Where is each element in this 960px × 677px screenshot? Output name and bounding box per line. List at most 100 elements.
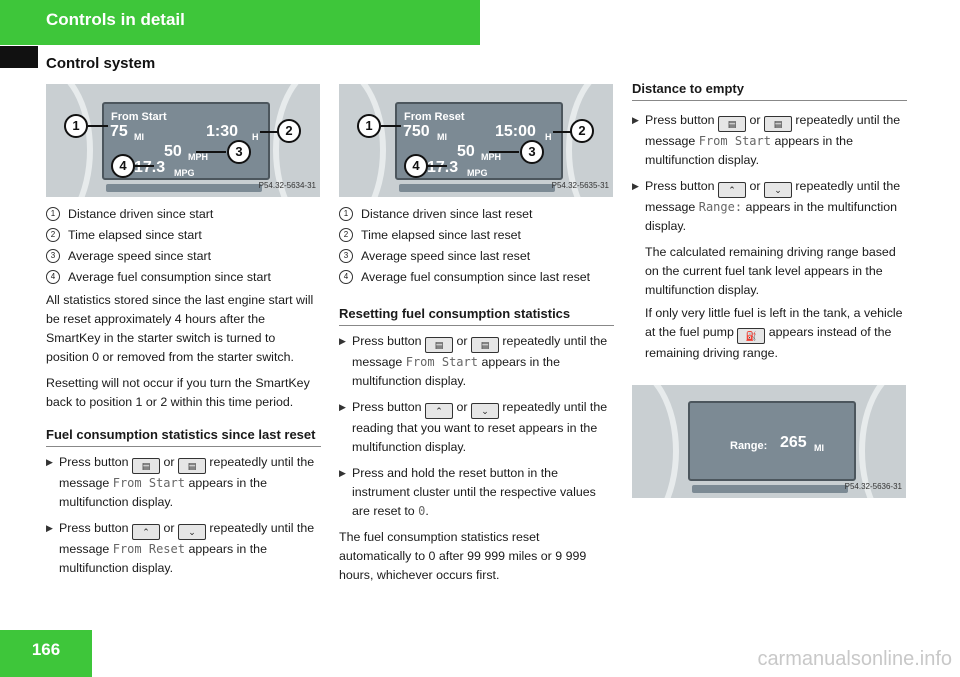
step-arrow-icon: ▶ <box>46 457 53 467</box>
legend-number: 3 <box>46 249 60 263</box>
column-2: From Reset 750 MI 15:00 H 50 MPH 17.3 MP… <box>339 84 614 592</box>
fuel-pump-vehicle-icon: ⛽ <box>737 328 766 344</box>
callout-line <box>134 165 154 167</box>
display-button-icon: ▤ <box>470 337 499 353</box>
legend-item: 2 Time elapsed since start <box>46 226 321 245</box>
multifunction-display: Range: 265 MI <box>688 401 856 481</box>
callout-3: 3 <box>520 140 544 164</box>
legend-text: Time elapsed since last reset <box>361 228 522 242</box>
legend-text: Average speed since start <box>68 249 212 263</box>
callout-2: 2 <box>277 119 301 143</box>
display-title: From Start <box>111 111 167 123</box>
legend-number: 1 <box>46 207 60 221</box>
subsection-title: Control system <box>46 55 156 72</box>
callout-4: 4 <box>404 154 428 178</box>
display-distance: 750 <box>403 123 430 140</box>
legend-number: 2 <box>46 228 60 242</box>
range-note: The calculated remaining driving range b… <box>645 245 896 297</box>
no-reset-paragraph: Resetting will not occur if you turn the… <box>46 376 310 409</box>
watermark: carmanualsonline.info <box>757 648 952 670</box>
left-gauge <box>339 84 386 197</box>
legend-text: Average fuel consumption since start <box>68 270 271 284</box>
display-consumption: 17.3 <box>427 159 459 176</box>
message-text: From Start <box>112 476 185 490</box>
auto-reset-paragraph: The fuel consumption statistics reset au… <box>339 530 587 582</box>
left-gauge <box>46 84 93 197</box>
section-heading: Fuel consumption statistics since last r… <box>46 426 321 447</box>
callout-line <box>196 151 226 153</box>
callout-line <box>88 125 108 127</box>
instruction-step: ▶ Press button ▤ or ▤ repeatedly until t… <box>339 334 608 388</box>
up-button-icon: ⌃ <box>132 524 161 540</box>
display-button-icon: ▤ <box>177 458 206 474</box>
legend-text: Distance driven since last reset <box>361 207 533 221</box>
range-label: Range: <box>730 440 768 452</box>
legend-item: 1 Distance driven since start <box>46 205 321 224</box>
display-distance: 75 <box>110 123 128 140</box>
figure-code: P54.32-5635-31 <box>551 181 609 190</box>
up-button-icon: ⌃ <box>718 182 747 198</box>
range-display-figure: Range: 265 MI P54.32-5636-31 <box>632 385 906 498</box>
display-title: From Reset <box>404 111 465 123</box>
display-consumption-unit: MPG <box>174 168 195 178</box>
legend-item: 3 Average speed since start <box>46 247 321 266</box>
callout-line <box>489 151 519 153</box>
right-gauge <box>859 385 906 498</box>
callout-line <box>260 131 280 133</box>
down-button-icon: ⌄ <box>177 524 206 540</box>
range-unit: MI <box>814 443 824 453</box>
down-button-icon: ⌄ <box>763 182 792 198</box>
display-button-icon: ▤ <box>425 337 454 353</box>
callout-line <box>381 125 401 127</box>
message-text: From Start <box>698 134 771 148</box>
instruction-step: ▶ Press and hold the reset button in the… <box>339 466 596 518</box>
display-time: 1:30 <box>206 123 239 140</box>
legend-text: Time elapsed since start <box>68 228 202 242</box>
legend-text: Average fuel consumption since last rese… <box>361 270 591 284</box>
display-consumption: 17.3 <box>134 159 166 176</box>
display-speed-unit: MPH <box>188 152 208 162</box>
section-tab-marker <box>0 46 38 68</box>
legend-text: Average speed since last reset <box>361 249 531 263</box>
callout-1: 1 <box>357 114 381 138</box>
right-gauge <box>273 84 320 197</box>
low-fuel-note: If only very little fuel is left in the … <box>645 306 903 360</box>
callout-3: 3 <box>227 140 251 164</box>
callout-line <box>553 131 573 133</box>
display-speed-unit: MPH <box>481 152 501 162</box>
legend-number: 2 <box>339 228 353 242</box>
lower-display-strip <box>399 184 555 192</box>
display-time-unit: H <box>252 132 259 142</box>
message-text: From Reset <box>112 542 185 556</box>
step-arrow-icon: ▶ <box>339 468 346 478</box>
instruction-step: ▶ Press button ⌃ or ⌄ repeatedly until t… <box>632 179 901 233</box>
step-arrow-icon: ▶ <box>339 402 346 412</box>
range-value: 265 <box>780 434 807 451</box>
display-button-icon: ▤ <box>132 458 161 474</box>
callout-4: 4 <box>111 154 135 178</box>
figure-code: P54.32-5634-31 <box>258 181 316 190</box>
display-consumption-unit: MPG <box>467 168 488 178</box>
legend-text: Distance driven since start <box>68 207 214 221</box>
step-arrow-icon: ▶ <box>632 115 639 125</box>
instruction-step: ▶ Press button ⌃ or ⌄ repeatedly until t… <box>46 521 315 575</box>
instruction-step: ▶ Press button ▤ or ▤ repeatedly until t… <box>46 455 315 509</box>
step-arrow-icon: ▶ <box>46 523 53 533</box>
step-arrow-icon: ▶ <box>339 336 346 346</box>
step-arrow-icon: ▶ <box>632 181 639 191</box>
display-time: 15:00 <box>495 123 536 140</box>
section-heading: Resetting fuel consumption statistics <box>339 305 614 326</box>
display-speed: 50 <box>457 143 475 160</box>
section-title: Controls in detail <box>46 10 185 29</box>
section-heading: Distance to empty <box>632 80 907 101</box>
callout-line <box>427 165 447 167</box>
instruction-step: ▶ Press button ▤ or ▤ repeatedly until t… <box>632 113 901 167</box>
callout-1: 1 <box>64 114 88 138</box>
instrument-cluster-figure-start: From Start 75 MI 1:30 H 50 MPH 17.3 MPG … <box>46 84 320 197</box>
display-distance-unit: MI <box>437 132 447 142</box>
message-text: 0 <box>418 504 426 518</box>
right-gauge <box>566 84 613 197</box>
callout-2: 2 <box>570 119 594 143</box>
